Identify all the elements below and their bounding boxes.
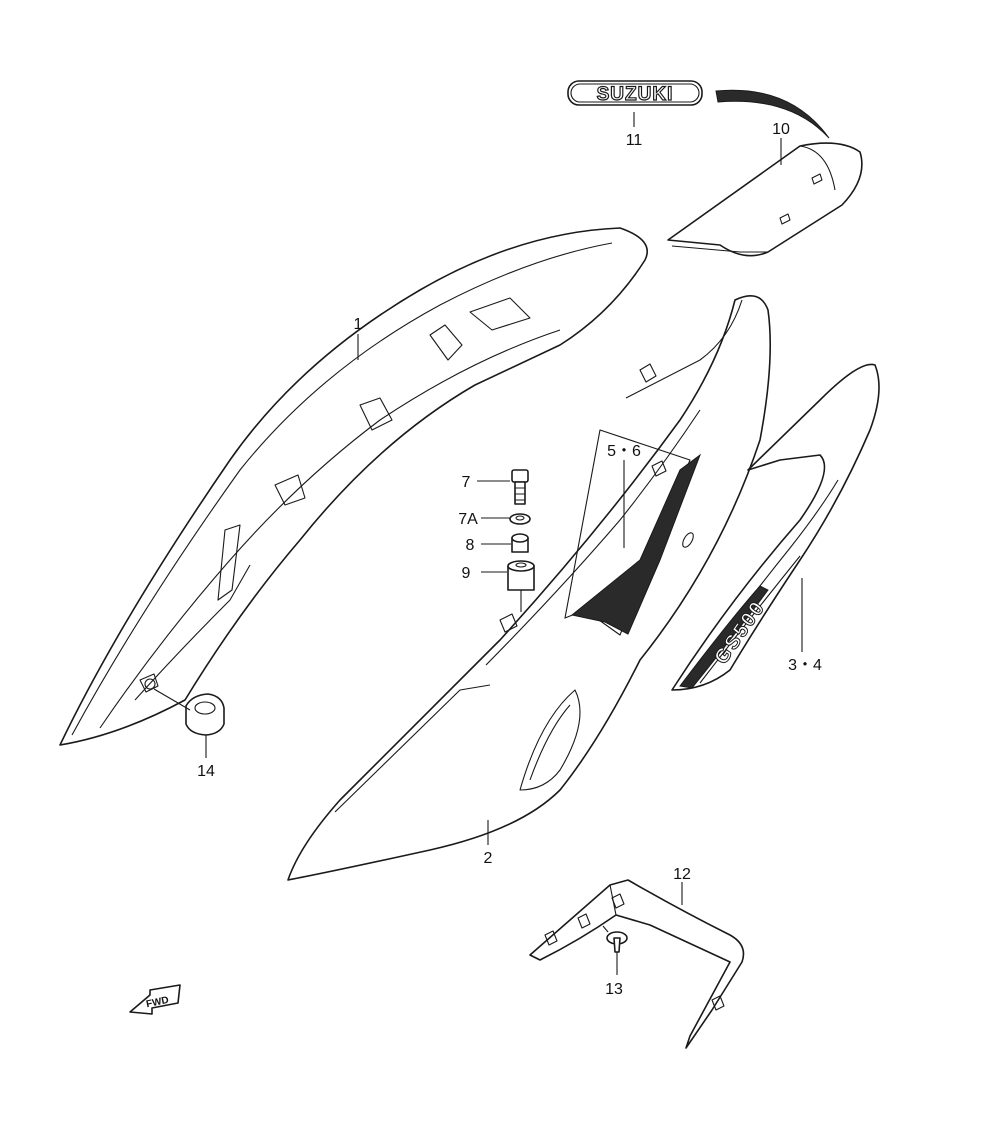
label-2: 2 [484, 850, 493, 867]
part-10-tail-cover [667, 142, 863, 257]
part-7a-washer [509, 513, 531, 525]
label-12: 12 [673, 866, 691, 883]
part-2-side-cover [287, 294, 772, 881]
part-11-suzuki-emblem: SUZUKI [567, 80, 703, 106]
label-5-6: 5・6 [607, 443, 641, 460]
part-labels: 11 10 1 5・6 7 7A 8 9 3・4 14 2 12 13 [197, 121, 822, 998]
label-3-4: 3・4 [788, 657, 822, 674]
label-7: 7 [462, 474, 471, 491]
leader-lines [153, 112, 803, 975]
label-14: 14 [197, 763, 215, 780]
part-8-collar [511, 533, 529, 553]
part-13-screw [602, 925, 628, 953]
fwd-text: FWD [145, 995, 170, 1010]
fwd-arrow: FWD [129, 984, 181, 1015]
label-1: 1 [354, 316, 363, 333]
label-10: 10 [772, 121, 790, 138]
tail-strip [715, 89, 830, 139]
label-7a: 7A [458, 511, 478, 528]
part-1-frame-cover [59, 227, 648, 746]
part-14-cushion [185, 693, 225, 736]
part-7-bolt [511, 469, 529, 505]
suzuki-emblem-text: SUZUKI [597, 84, 674, 105]
part-12-rear-bracket [529, 879, 745, 1049]
label-11: 11 [626, 132, 643, 149]
label-9: 9 [462, 565, 471, 582]
part-9-cushion [507, 560, 535, 591]
label-13: 13 [605, 981, 623, 998]
label-8: 8 [466, 537, 475, 554]
